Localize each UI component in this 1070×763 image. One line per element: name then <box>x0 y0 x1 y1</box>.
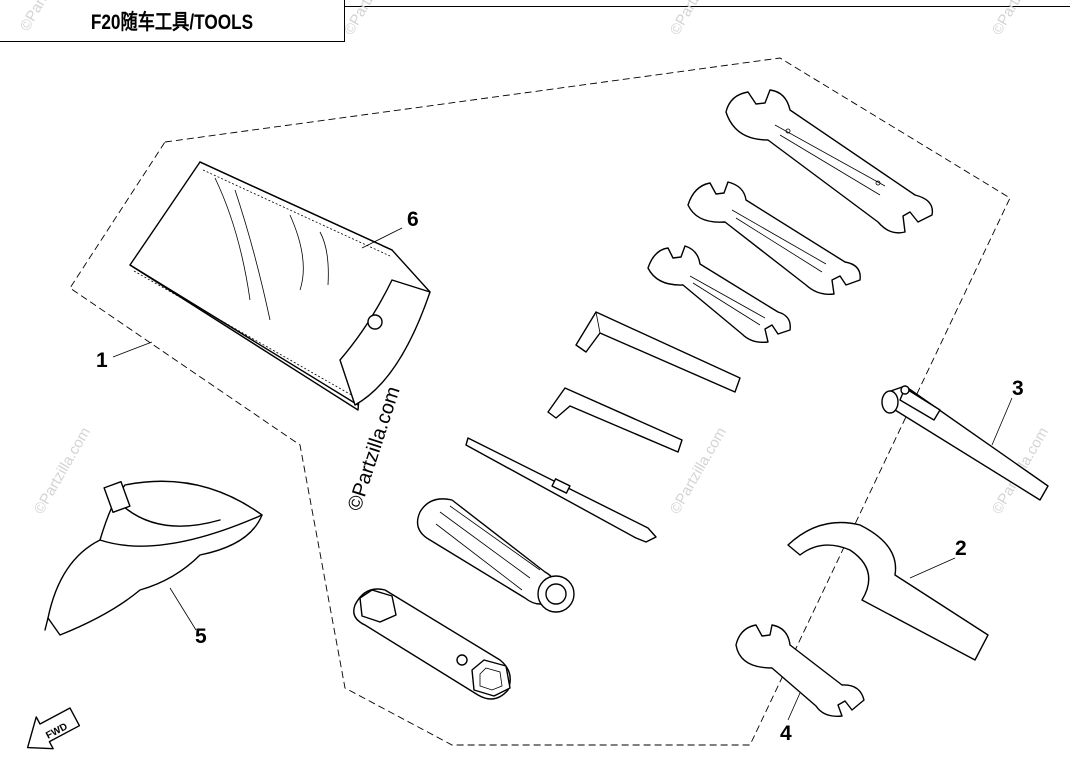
top-border-line <box>345 6 1070 7</box>
tool-kit-group-boundary <box>69 57 1011 746</box>
diagram-title: F20随车工具/TOOLS <box>90 10 254 34</box>
hex-key-small <box>547 387 683 453</box>
open-end-wrench-large <box>725 89 934 234</box>
screwdriver-shaft <box>465 437 657 543</box>
svg-text:©Partzilla.com: ©Partzilla.com <box>341 0 404 38</box>
tool-pouch <box>129 161 431 411</box>
open-end-wrench-medium <box>687 181 861 295</box>
callout-5: 5 <box>195 625 207 648</box>
callout-4: 4 <box>780 722 792 745</box>
hook-spanner-wrench <box>787 521 989 661</box>
seat-piece <box>44 480 263 636</box>
hex-key-large <box>575 311 741 393</box>
open-end-wrench-small <box>647 245 791 344</box>
callout-3: 3 <box>1012 377 1024 400</box>
svg-text:©Partzilla.com: ©Partzilla.com <box>667 0 730 38</box>
screwdriver-handle <box>416 498 575 613</box>
callout-2: 2 <box>955 537 967 560</box>
callout-6: 6 <box>407 208 419 231</box>
diagram-title-box: F20随车工具/TOOLS <box>0 0 345 42</box>
callout-1: 1 <box>96 349 108 372</box>
fwd-arrow-icon: FWD <box>26 707 81 750</box>
callout-leader-lines <box>112 227 1013 721</box>
svg-text:©Partzilla.com: ©Partzilla.com <box>989 0 1052 38</box>
pressure-gauge-tube <box>881 385 1049 501</box>
box-socket-wrench <box>353 588 511 700</box>
double-end-wrench <box>735 624 865 717</box>
svg-text:©Partzilla.com: ©Partzilla.com <box>17 0 80 34</box>
svg-text:©Partzilla.com: ©Partzilla.com <box>31 425 94 517</box>
